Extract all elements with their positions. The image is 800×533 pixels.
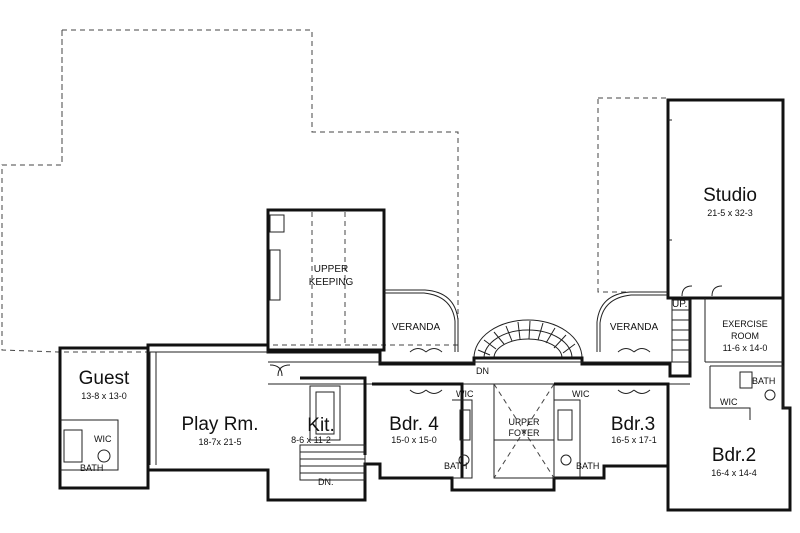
bedroom-2-bath-label: BATH [752,376,775,386]
studio-size: 21-5 x 32-3 [707,208,753,218]
up-label: UP. [672,299,687,310]
bedroom-3 [554,382,670,479]
veranda-left-label: VERANDA [392,322,441,333]
bedroom-4-wic-label: WIC [456,389,474,399]
bedroom-2 [709,365,790,420]
bedroom-2-size: 16-4 x 14-4 [711,468,757,478]
bedroom-4-bath-label: BATH [444,461,467,471]
guest-size: 13-8 x 13-0 [81,391,127,401]
roof-outline-left [1,29,459,353]
guest-bath-label: BATH [80,463,103,473]
bedroom-4 [372,382,473,479]
upper-keeping-label-1: UPPER [314,264,348,275]
upper-foyer-label-1: UPPER [508,417,540,427]
bedroom-3-wic-label: WIC [572,389,590,399]
kitchen-name: Kit. [307,415,334,436]
bedroom-2-name: Bdr.2 [712,445,756,466]
play-room [148,351,268,465]
play-room-size: 18-7x 21-5 [198,437,241,447]
door-swings [269,285,723,394]
bedroom-3-name: Bdr.3 [611,414,655,435]
studio-name: Studio [703,185,757,206]
bedroom-3-size: 16-5 x 17-1 [611,435,657,445]
veranda-right-label: VERANDA [610,322,659,333]
exercise-label-1: EXERCISE [722,319,768,329]
bedroom-3-bath-label: BATH [576,461,599,471]
upper-foyer-label-2: FOYER [508,428,540,438]
kitchen-room [299,376,367,481]
veranda-right-area [596,291,668,352]
guest-room [58,346,151,490]
stair-dn-label: DN [476,366,489,376]
guest-wic-label: WIC [94,434,112,444]
veranda-left-area [384,289,459,352]
guest-name: Guest [79,368,130,389]
upper-keeping-label-2: KEEPING [309,277,354,288]
upper-foyer [493,383,555,479]
play-room-name: Play Rm. [181,414,258,435]
kitchen-dn-label: DN. [318,477,334,487]
exercise-room [671,296,785,363]
bedroom-4-name: Bdr. 4 [389,414,439,435]
exercise-size: 11-6 x 14-0 [723,343,768,353]
bedroom-4-size: 15-0 x 15-0 [391,435,437,445]
roof-outline-right [597,97,669,293]
upper-keeping-room [266,208,386,352]
kitchen-size: 8-6 x 11-2 [291,435,331,445]
exercise-label-2: ROOM [731,331,759,341]
bedroom-2-wic-label: WIC [720,397,738,407]
spiral-staircase [473,319,583,359]
